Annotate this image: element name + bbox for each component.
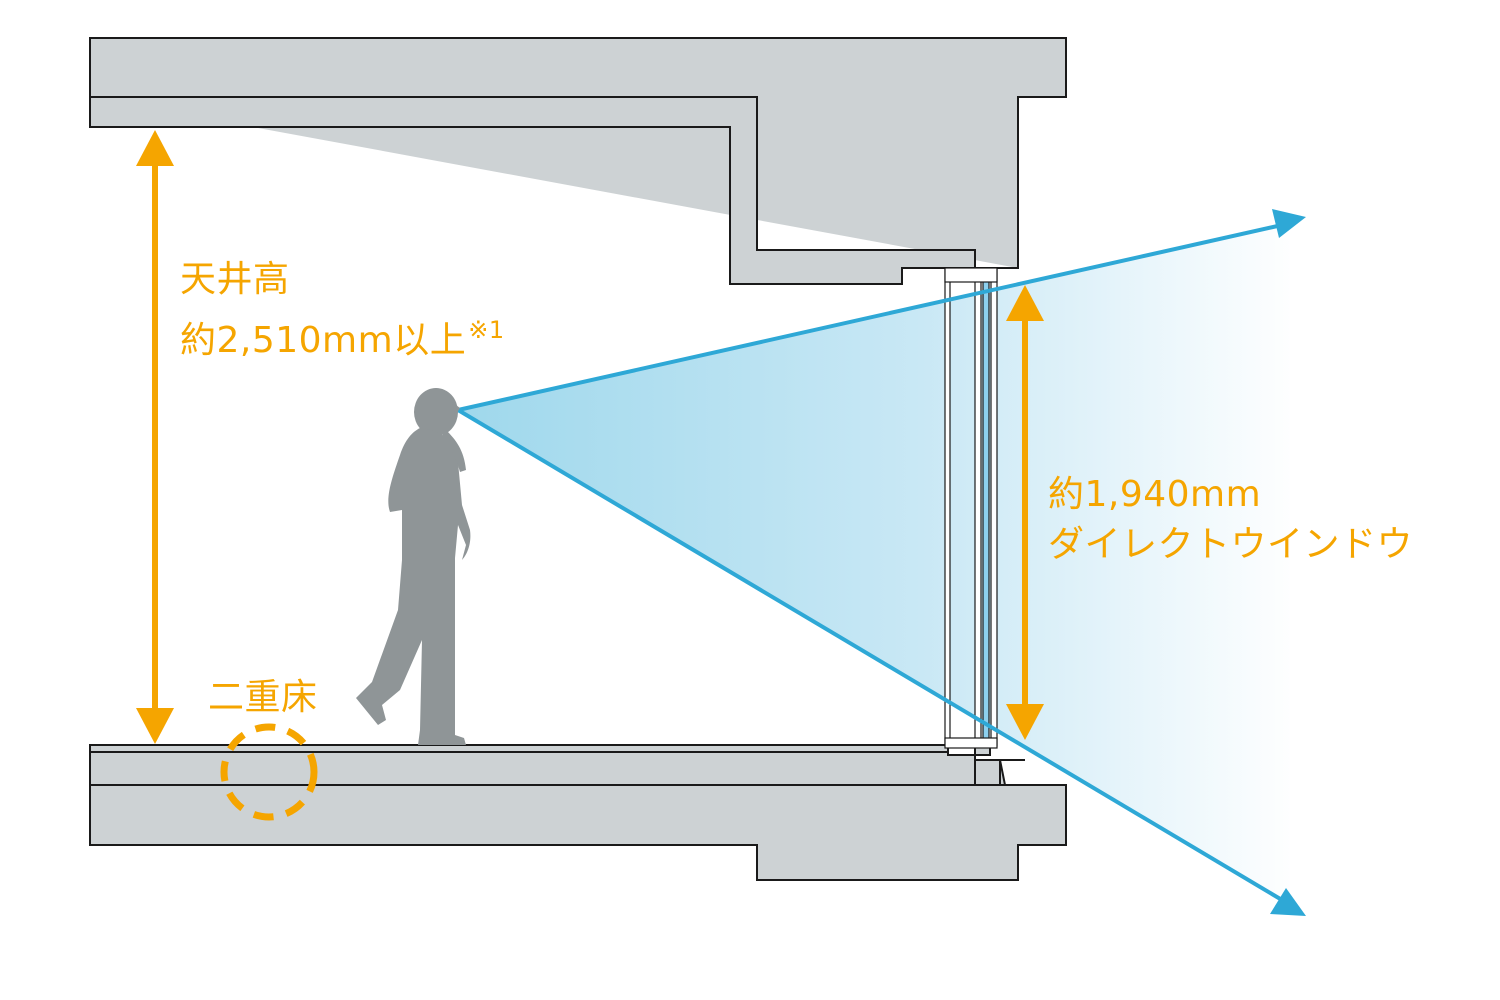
ceiling-height-value: 約2,510mm以上※1 [180, 305, 505, 366]
window-glass [982, 267, 990, 747]
window-height-label: 約1,940mm ダイレクトウインドウ [1048, 470, 1413, 570]
dashed-circle-icon [220, 723, 318, 821]
floor-slab [89, 744, 1067, 881]
window-frame-right [990, 267, 998, 747]
ceiling-height-title: 天井高 [180, 259, 290, 300]
double-floor-text: 二重床 [208, 677, 318, 718]
window-head [944, 267, 998, 283]
sightline-lower [456, 408, 1284, 902]
ceiling-height-label: 天井高 約2,510mm以上※1 [180, 255, 505, 366]
floor-edge-line [974, 752, 1025, 786]
person-silhouette-icon [356, 388, 471, 745]
sightline-upper-arrowhead [1272, 209, 1306, 238]
window-height-arrowhead-top [1006, 285, 1044, 321]
window-frame-outer [944, 267, 951, 747]
window-height-value: 約1,940mm [1048, 474, 1262, 515]
window-sill [944, 737, 998, 749]
beam-inner-line [90, 96, 976, 268]
ceiling-height-text: 約2,510mm以上 [180, 320, 467, 361]
sightline-upper [457, 223, 1283, 412]
window-height-arrowhead-bottom [1006, 704, 1044, 740]
ceiling-height-arrowhead-bottom [136, 708, 174, 744]
ceiling-height-note: ※1 [468, 316, 505, 344]
window-frame-left [974, 267, 982, 747]
ceiling-height-arrowhead-top [136, 130, 174, 166]
double-floor-label: 二重床 [208, 673, 318, 723]
window-name: ダイレクトウインドウ [1048, 524, 1414, 565]
ceiling-slab [89, 37, 1067, 285]
sightline-lower-arrowhead [1270, 888, 1306, 916]
view-cone [458, 222, 1290, 905]
